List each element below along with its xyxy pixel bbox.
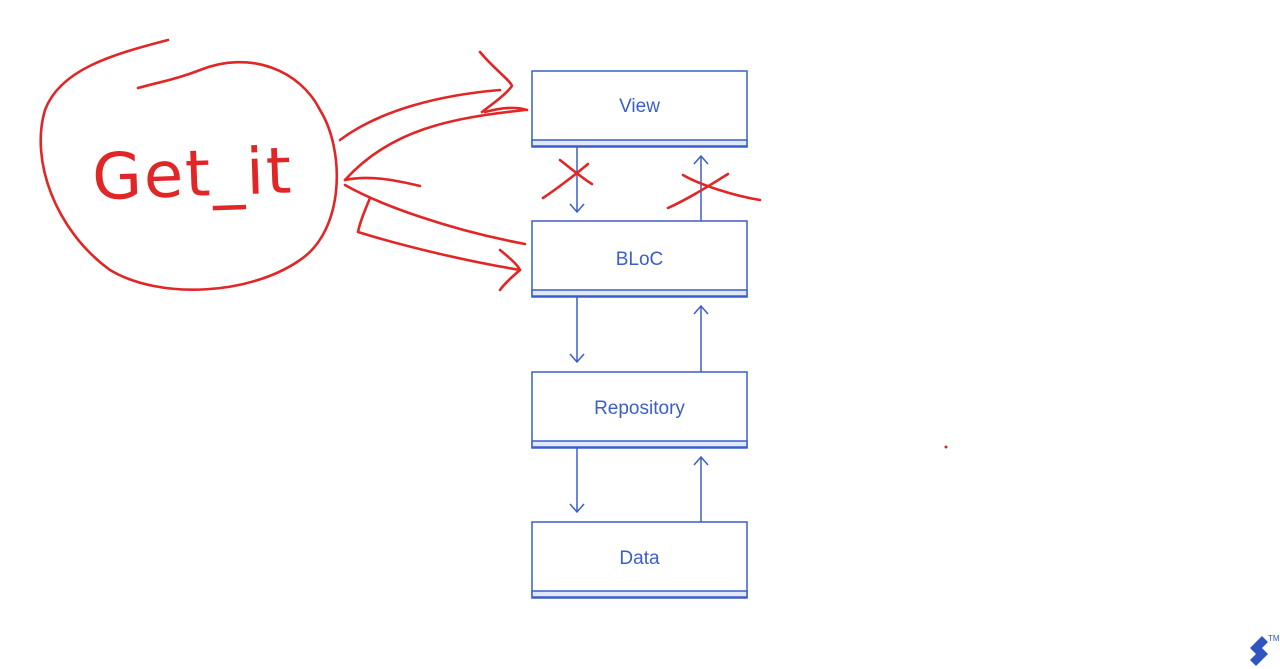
arrow-view-to-bloc [569, 147, 585, 214]
get-it-text: Get_it [91, 134, 294, 215]
red-dot [944, 445, 948, 449]
box-view: View [531, 70, 748, 148]
toptal-logo-icon: TM [1250, 634, 1280, 666]
arrow-data-to-repository [693, 455, 709, 522]
get-it-circle [39, 38, 339, 291]
box-data-label: Data [619, 548, 660, 569]
arrow-bloc-to-view [693, 154, 709, 221]
red-arrow-to-bloc [343, 183, 527, 292]
box-bloc: BLoC [531, 220, 748, 298]
box-repository: Repository [531, 371, 748, 449]
arrow-bloc-to-repository [569, 297, 585, 364]
trademark-text: TM [1268, 634, 1280, 643]
box-bloc-label: BLoC [616, 249, 664, 270]
box-repository-label: Repository [594, 398, 685, 419]
red-x-left [541, 158, 594, 200]
arrow-repository-to-bloc [693, 304, 709, 372]
box-data: Data [531, 521, 748, 599]
get-it-annotation: Get_it [39, 38, 339, 291]
red-x-right [666, 172, 762, 210]
arrow-repository-to-data [569, 448, 585, 514]
box-view-label: View [619, 96, 660, 117]
red-arrow-from-view [343, 108, 527, 188]
